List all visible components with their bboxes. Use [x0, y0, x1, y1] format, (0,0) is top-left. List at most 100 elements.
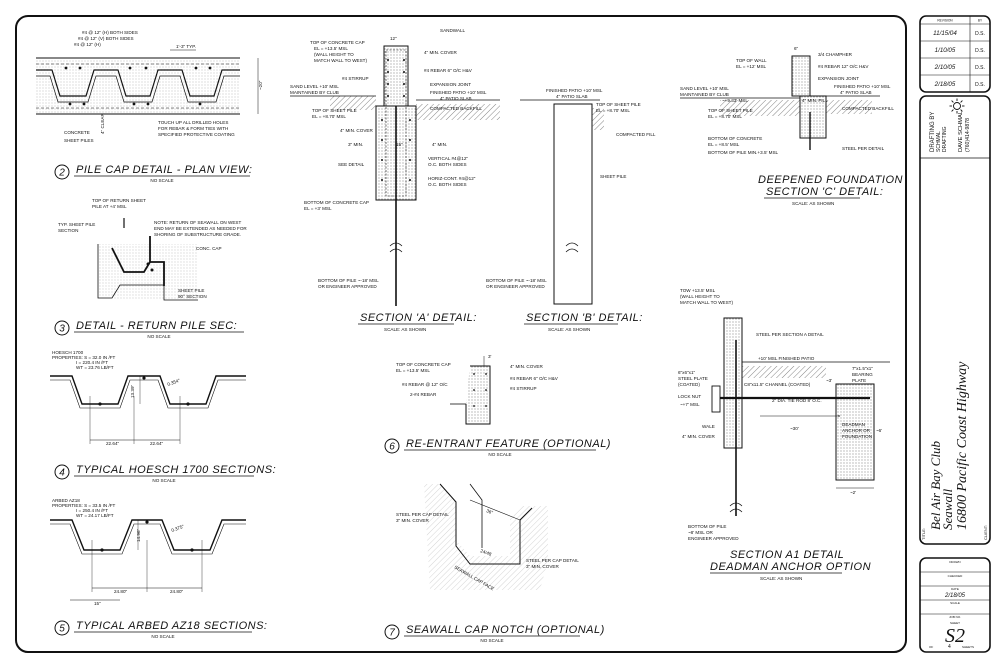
section-b-title: SECTION 'B' DETAIL:: [526, 312, 643, 324]
d2-note-7a: TOUCH UP ALL DRILLED HOLES: [158, 120, 228, 125]
revision-header: REVISION: [937, 19, 953, 23]
section-a-drawing: [290, 45, 500, 306]
revision-date: 1/10/05: [935, 47, 956, 54]
sb-note-5: COMPACTED FILL: [616, 132, 656, 137]
d3-note-5b: 90° SECTION: [178, 294, 207, 299]
detail-scale: NO SCALE: [150, 178, 173, 183]
detail-title: SEAWALL CAP NOTCH (OPTIONAL): [406, 624, 605, 636]
d4-dim-1: 22.64": [106, 441, 119, 446]
revision-by: D.S.: [975, 31, 985, 37]
sheet-info-box: [919, 557, 991, 653]
project-type: Seawall: [940, 488, 955, 530]
sa-note-18a: HORIZ-CONT. #4@12": [428, 176, 476, 181]
a1-note-16: ~2': [850, 490, 856, 495]
d5-dim-3: 15": [94, 601, 101, 606]
sheet-number: S2: [945, 625, 965, 647]
sheets-label: SHEETS: [962, 645, 974, 649]
section-a1-scale: SCALE: AS SHOWN: [760, 576, 802, 581]
sa-note-4: SANDWALL: [440, 28, 466, 33]
s7-note-1b: 3" MIN. COVER: [396, 518, 429, 523]
of-value: 4: [948, 644, 951, 650]
sc-note-11: COMPACTED BACKFILL: [842, 106, 894, 111]
sc-note-15: EL = +8.5' MSL: [708, 142, 740, 147]
drafter-name: DAVE SCHMAL: [958, 110, 964, 152]
s6-note-6: #4 REBAR @ 12" O/C: [402, 382, 448, 387]
a1-note-3: STEEL PER SECTION A DETAIL: [756, 332, 824, 337]
d5-prop-3: WT = 24.17 LB/FT: [76, 513, 114, 518]
s7-note-5a: STEEL PER CAP DETAIL: [526, 558, 579, 563]
sa-note-17b: O.C. BOTH SIDES: [428, 162, 467, 167]
s6-note-8: 3': [488, 354, 492, 359]
sc-note-10: 4" MIN. FILL: [802, 98, 828, 103]
sc-note-2: 3/4 CHAMPHER: [818, 52, 853, 57]
sa-note-10a: SAND LEVEL +10' MSL: [290, 84, 339, 89]
a1-note-8: ~+7' MSL: [680, 402, 700, 407]
a1-note-6: C8"x11.5" CHANNEL (COATED): [744, 382, 811, 387]
section-c-title-group: DEEPENED FOUNDATION SECTION 'C' DETAIL: …: [758, 174, 902, 206]
sc-note-3: TOP OF WALL: [736, 58, 767, 63]
d5-dim-1: 24.80": [114, 589, 127, 594]
s7-note-2: 36": [486, 508, 494, 515]
revision-box: [919, 15, 991, 93]
a1-note-12: ~30': [790, 426, 799, 431]
sc-note-9b: MAINTAINED BY CLUB: [680, 92, 729, 97]
a1-note-9: WALE: [702, 424, 715, 429]
a1-note-15c: ENGINEER APPROVED: [688, 536, 739, 541]
sa-note-22: 12": [390, 36, 397, 41]
d3-note-2b: END MAY BE EXTENDED AS NEEDED FOR: [154, 226, 247, 231]
a1-note-5b: STEEL PLATE: [678, 376, 708, 381]
detail-title: TYPICAL ARBED AZ18 SECTIONS:: [76, 620, 267, 632]
title-label: TITLE:: [921, 528, 926, 540]
section-b-drawing: [520, 99, 604, 305]
d3-note-4: CONC. CAP: [196, 246, 222, 251]
sb-note-6: SHEET PILE: [600, 174, 626, 179]
s6-note-7: 2-#4 REBAR: [410, 392, 437, 397]
d5-dim-2: 24.80": [170, 589, 183, 594]
detail-2-drawing: ~20": [36, 49, 263, 115]
of-label: OF: [929, 645, 933, 649]
sa-note-20: EL = +3' MSL: [304, 206, 332, 211]
sa-note-3b: MATCH WALL TO WEST): [314, 58, 367, 63]
sa-note-17a: VERTICAL #4@12": [428, 156, 468, 161]
main-drawing-border: [15, 15, 907, 653]
s6-note-4: #4 REBAR 6" O/C H&V: [510, 376, 559, 381]
sa-note-2: EL = +13.5' MSL: [314, 46, 348, 51]
d4-dim-4: 0.354": [167, 378, 181, 387]
sa-note-16: SEE DETAIL: [338, 162, 365, 167]
detail-bubble: [54, 164, 70, 180]
section-a-scale: SCALE: AS SHOWN: [384, 327, 426, 332]
d3-note-5a: SHEET PILE: [178, 288, 204, 293]
sc-note-1: 6": [794, 46, 799, 51]
d2-note-3: #4 @ 12" (H): [74, 42, 101, 47]
s7-note-3: 24/48: [480, 548, 493, 557]
project-title-box: [919, 95, 991, 545]
a1-note-17: ~3': [826, 378, 832, 383]
s6-note-5: #4 STIRRUP: [510, 386, 537, 391]
d3-note-2a: NOTE: RETURN OF SEAWALL ON WEST: [154, 220, 241, 225]
detail-number: 5: [59, 624, 65, 635]
sa-note-8: EXPANSION JOINT: [430, 82, 471, 87]
sa-note-6: #4 REBAR 6" O/C H&V: [424, 68, 473, 73]
revision-by: D.S.: [975, 82, 985, 88]
project-name: Bel Air Bay Club: [928, 441, 943, 530]
a1-note-5a: 6"x6"x1": [678, 370, 696, 375]
detail-scale: NO SCALE: [151, 634, 174, 639]
a1-note-18: ~6': [876, 428, 882, 433]
section-a1-title-group: SECTION A1 DETAIL DEADMAN ANCHOR OPTION …: [710, 549, 871, 581]
s6-note-1: TOP OF CONCRETE CAP: [396, 362, 451, 367]
a1-note-4: +10' MSL FINISHED PATIO: [758, 356, 815, 361]
a1-note-5c: (COATED): [678, 382, 700, 387]
checked-label: CHECKED: [948, 574, 964, 578]
sc-note-4: EL = +12' MSL: [736, 64, 767, 69]
detail-title: PILE CAP DETAIL - PLAN VIEW:: [76, 164, 252, 176]
drafting-company-1: SCHMAL: [936, 131, 942, 152]
sa-note-13: TOP OF SHEET PILE: [312, 108, 357, 113]
sc-note-6: EXPANSION JOINT: [818, 76, 859, 81]
revision-by: D.S.: [975, 65, 985, 71]
section-a1-drawing: [711, 317, 890, 516]
section-c-scale: SCALE: AS SHOWN: [792, 201, 834, 206]
d2-note-8: 4" CLEAR: [100, 113, 105, 134]
sa-note-24: 4" MIN.: [432, 142, 447, 147]
sc-note-12: TOP OF SHEET PILE: [708, 108, 753, 113]
s6-note-3: 4" MIN. COVER: [510, 364, 543, 369]
